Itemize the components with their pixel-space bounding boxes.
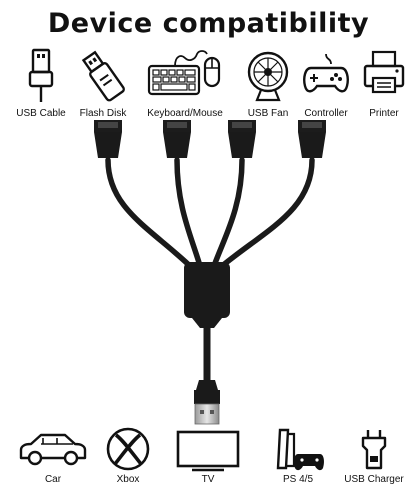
controller-icon (303, 53, 349, 93)
usb-plug-metal (194, 403, 220, 425)
flash-disk-icon (81, 50, 125, 102)
device-usb-charger: USB Charger (342, 426, 406, 485)
playstation-icon (276, 428, 324, 471)
usb-fan-icon (247, 51, 289, 102)
device-usb-fan: USB Fan (240, 44, 296, 119)
splitter-hub (184, 262, 230, 318)
usb-splitter-cable (94, 120, 326, 425)
female-usb-port-3 (228, 120, 256, 158)
device-label: Xbox (116, 474, 140, 485)
device-label: Flash Disk (79, 108, 127, 119)
device-label: Printer (369, 108, 399, 119)
female-usb-port-1 (94, 120, 122, 158)
top-device-row: USB Cable Flash Disk Keyboard/ (0, 44, 417, 124)
device-label: USB Fan (247, 108, 289, 119)
keyboard-mouse-icon (147, 50, 221, 96)
device-xbox: Xbox (102, 426, 154, 485)
usb-charger-icon (361, 430, 387, 470)
page-title: Device compatibility (47, 8, 370, 39)
device-printer: Printer (358, 44, 410, 119)
device-usb-cable: USB Cable (14, 44, 68, 119)
device-label: Car (44, 474, 62, 485)
bottom-device-row: Car Xbox TV PS 4/5 USB Ch (0, 426, 417, 500)
car-icon (19, 433, 87, 466)
female-usb-port-4 (298, 120, 326, 158)
device-label: Keyboard/Mouse (147, 108, 223, 119)
device-label: USB Charger (344, 474, 404, 485)
female-usb-port-2 (163, 120, 191, 158)
device-label: Controller (304, 108, 348, 119)
device-ps: PS 4/5 (268, 426, 328, 485)
device-flash-disk: Flash Disk (74, 44, 132, 119)
device-tv: TV (176, 426, 240, 485)
device-keyboard-mouse: Keyboard/Mouse (144, 44, 226, 119)
usb-cable-icon (28, 48, 54, 102)
device-controller: Controller (300, 44, 352, 119)
tv-icon (176, 430, 240, 472)
device-label: USB Cable (16, 108, 66, 119)
device-car: Car (14, 426, 92, 485)
device-label: PS 4/5 (282, 474, 314, 485)
xbox-icon (106, 427, 150, 471)
branch-cables (105, 157, 315, 269)
device-label: TV (201, 474, 215, 485)
printer-icon (363, 50, 405, 94)
male-usb-plug (194, 390, 220, 404)
